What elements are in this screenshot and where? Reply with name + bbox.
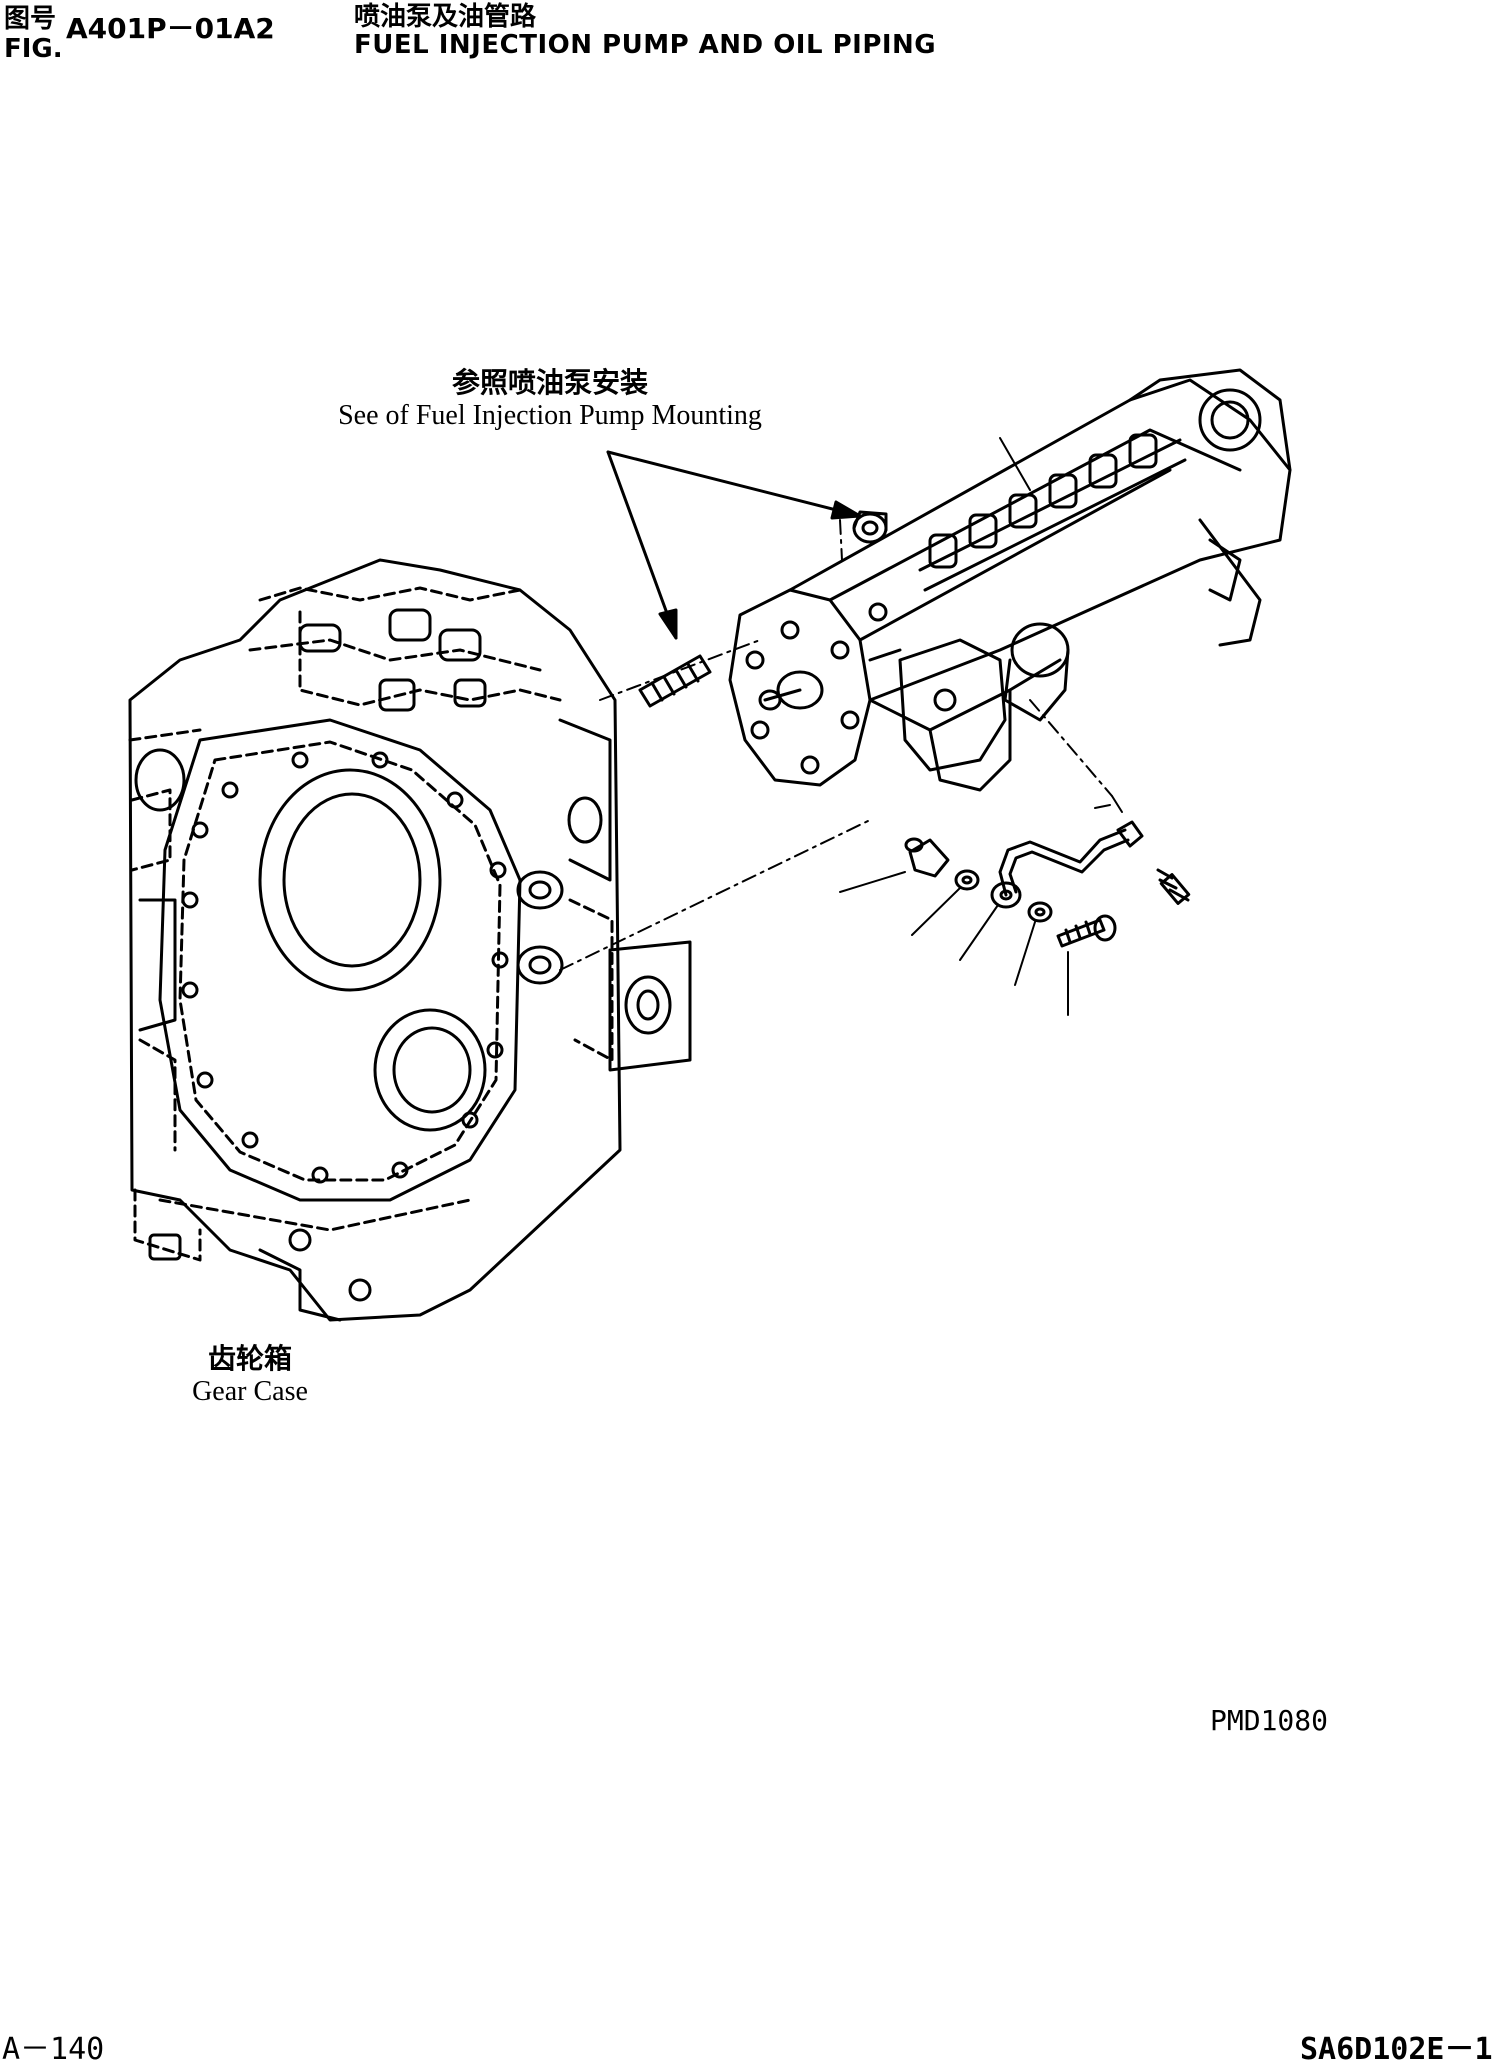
stud [638, 654, 712, 708]
oil-pipe-assembly [839, 795, 1191, 1016]
pump-mounting-label-cn: 参照喷油泵安装 [451, 368, 648, 399]
page-number: A－140 [2, 2032, 105, 2067]
alignment-lines [559, 519, 1113, 971]
fig-label-en: FIG. [4, 34, 63, 64]
fig-number: A401P－01A2 [66, 12, 275, 45]
model-number: SA6D102E－1 [1300, 2032, 1493, 2067]
gear-case-engine-block [128, 558, 622, 1322]
gear-case-label-cn: 齿轮箱 [207, 1344, 292, 1375]
pump-mounting-label-en: See of Fuel Injection Pump Mounting [338, 400, 762, 431]
gasket-plate [608, 940, 692, 1072]
title-cn: 喷油泵及油管路 [354, 2, 537, 32]
callout-leaders [606, 450, 862, 640]
drawing-code: PMD1080 [1210, 1704, 1329, 1737]
fuel-injection-pump [728, 368, 1292, 792]
fig-label-cn: 图号 [4, 4, 57, 34]
gear-case-label-en: Gear Case [192, 1376, 308, 1407]
title-en: FUEL INJECTION PUMP AND OIL PIPING [354, 30, 937, 60]
nut [852, 510, 888, 544]
